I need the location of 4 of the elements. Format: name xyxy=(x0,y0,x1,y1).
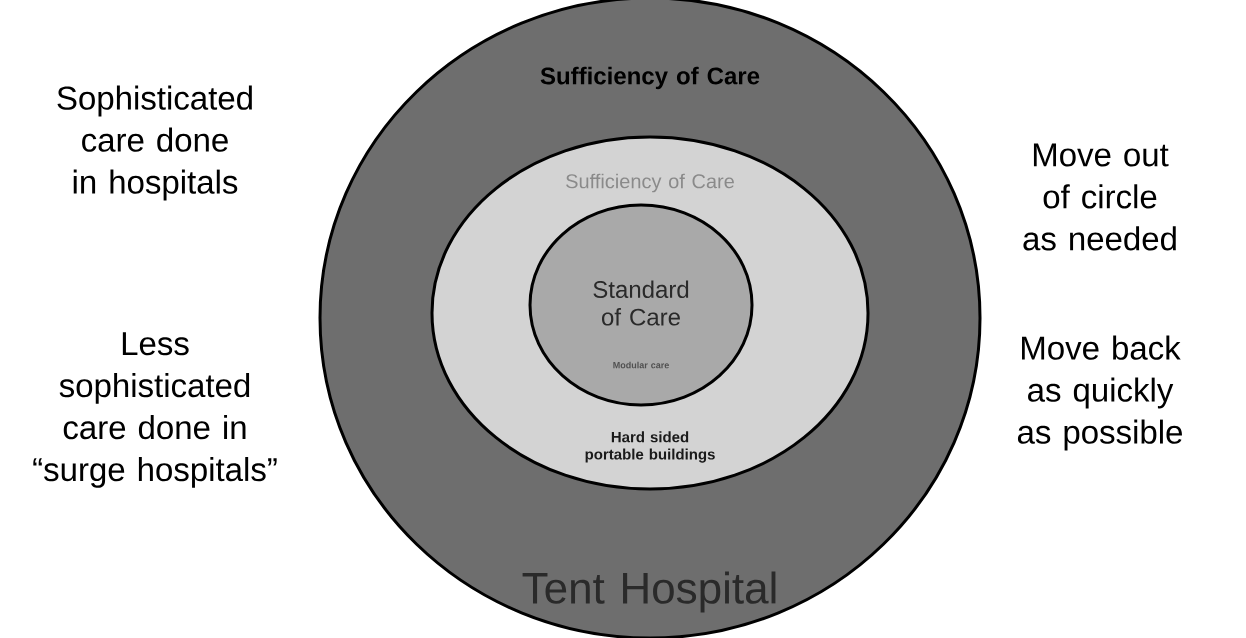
side-note: Sophisticated care done in hospitals xyxy=(57,85,252,201)
side-note: Move back as quickly as possible xyxy=(1017,335,1182,451)
side-note: Less sophisticated care done in “surge hospitals” xyxy=(33,332,277,488)
side-note: Move out of circle as needed xyxy=(1023,143,1176,251)
